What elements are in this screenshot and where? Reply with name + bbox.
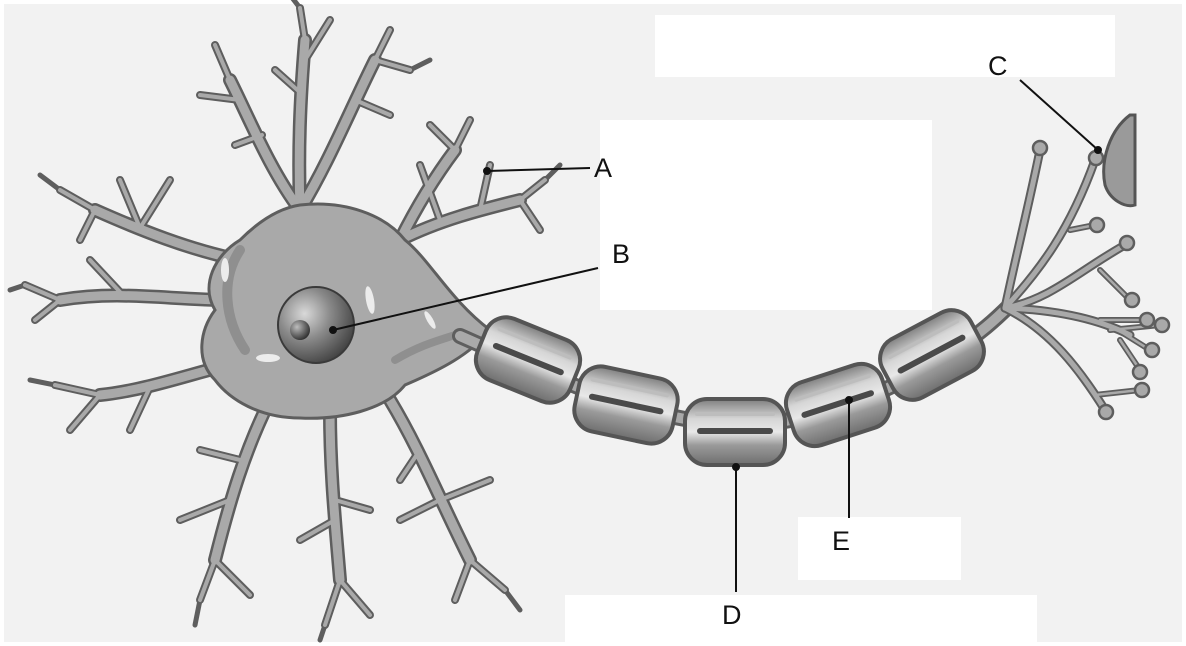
nucleus bbox=[277, 286, 355, 364]
axon-terminal-highlights bbox=[1002, 147, 1162, 413]
blank-answer-box-4 bbox=[565, 595, 1037, 646]
blank-answer-box-1 bbox=[655, 15, 1115, 77]
myelin-segment bbox=[572, 364, 680, 446]
label-c: C bbox=[988, 51, 1008, 81]
label-b: B bbox=[612, 239, 630, 269]
myelin-segment bbox=[473, 315, 583, 405]
myelin-segment bbox=[683, 397, 787, 467]
label-pointers bbox=[329, 79, 1102, 592]
blank-answer-box-2 bbox=[600, 120, 932, 310]
cell-body-highlights bbox=[221, 258, 436, 362]
synaptic-knobs bbox=[1031, 139, 1171, 421]
axon-hillock-shading bbox=[391, 331, 459, 364]
figure-background bbox=[4, 4, 1182, 642]
label-a: A bbox=[594, 153, 612, 183]
label-e: E bbox=[832, 526, 850, 556]
target-cell bbox=[1102, 113, 1137, 208]
label-d: D bbox=[722, 600, 742, 630]
nucleolus bbox=[290, 320, 310, 340]
myelin-segment bbox=[783, 361, 893, 449]
myelin-sheath bbox=[473, 308, 986, 467]
blank-answer-box-3 bbox=[798, 517, 961, 580]
myelin-segment bbox=[878, 308, 986, 402]
cell-body-shading bbox=[222, 245, 250, 355]
